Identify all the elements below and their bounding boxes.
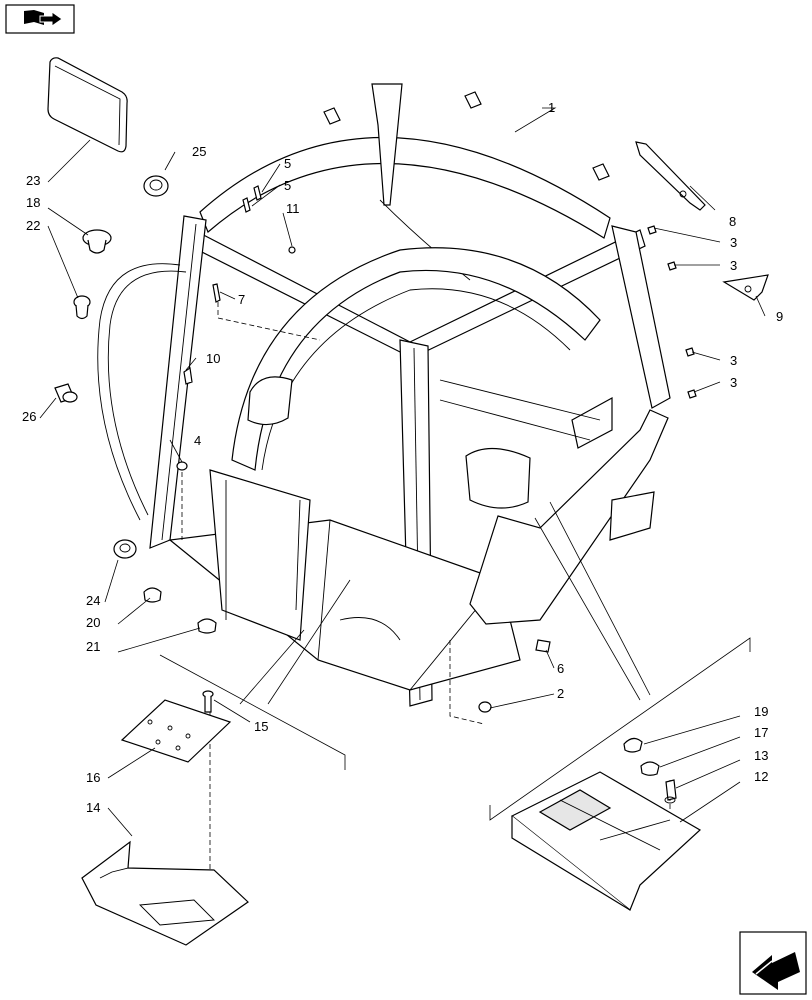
callout-14: 14 <box>86 800 100 815</box>
callout-11: 11 <box>286 201 300 216</box>
part-16-plate <box>120 699 232 763</box>
callout-24: 24 <box>86 593 100 608</box>
callout-16: 16 <box>86 770 100 785</box>
callout-19: 19 <box>754 704 768 719</box>
cab-frame <box>97 83 671 707</box>
part-18-cap <box>82 229 112 254</box>
section-lines-right <box>489 637 751 821</box>
callout-4: 4 <box>194 433 201 448</box>
callout-3: 3 <box>730 235 737 250</box>
callout-5: 5 <box>284 178 291 193</box>
callout-17: 17 <box>754 725 768 740</box>
callout-3: 3 <box>730 258 737 273</box>
hardware <box>176 185 697 713</box>
callout-2: 2 <box>557 686 564 701</box>
part-25-grommet <box>143 175 169 197</box>
callout-9: 9 <box>776 309 783 324</box>
part-17-cap <box>640 761 660 776</box>
part-23-panel <box>47 57 128 153</box>
callout-21: 21 <box>86 639 100 654</box>
callout-8: 8 <box>729 214 736 229</box>
callout-6: 6 <box>557 661 564 676</box>
callout-26: 26 <box>22 409 36 424</box>
callout-25: 25 <box>192 144 206 159</box>
part-24-bushing <box>113 539 137 559</box>
part-14-floor-mat <box>81 840 249 946</box>
book-arrow-icon[interactable] <box>5 4 75 34</box>
callout-15: 15 <box>254 719 268 734</box>
callout-13: 13 <box>754 748 768 763</box>
callout-5: 5 <box>284 156 291 171</box>
part-20-cap <box>143 587 162 603</box>
part-9-trim <box>722 274 769 301</box>
part-22-plug <box>73 295 91 320</box>
callout-3: 3 <box>730 375 737 390</box>
part-21-cap <box>197 618 217 634</box>
part-19-cap <box>623 737 643 753</box>
section-lines-left <box>159 654 346 770</box>
part-26-pin <box>54 383 78 403</box>
callout-23: 23 <box>26 173 40 188</box>
callout-10: 10 <box>206 351 220 366</box>
next-page-arrow-icon[interactable] <box>739 931 807 995</box>
callout-labels: 1 2 3 3 3 3 4 5 5 6 7 8 9 10 11 12 13 14… <box>22 100 783 815</box>
callout-18: 18 <box>26 195 40 210</box>
callout-12: 12 <box>754 769 768 784</box>
part-15-bolt <box>202 690 214 713</box>
leader-lines <box>39 107 766 837</box>
callout-3: 3 <box>730 353 737 368</box>
callout-20: 20 <box>86 615 100 630</box>
part-13-bolt <box>664 779 677 804</box>
callout-1: 1 <box>548 100 555 115</box>
callout-22: 22 <box>26 218 40 233</box>
part-12-step <box>510 771 702 911</box>
part-8-trim <box>635 141 706 211</box>
callout-7: 7 <box>238 292 245 307</box>
